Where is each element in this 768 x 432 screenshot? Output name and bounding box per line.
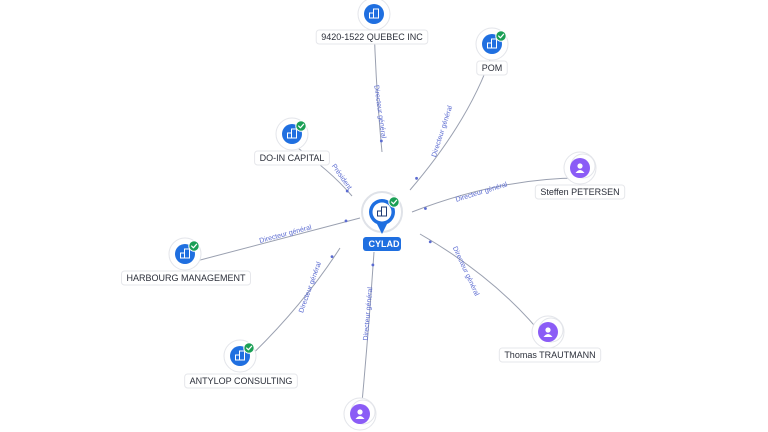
verified-check-icon: [188, 240, 200, 252]
building-glyph-right: [184, 248, 190, 259]
node-label[interactable]: DO-IN CAPITAL: [254, 150, 330, 166]
node-harbourg[interactable]: HARBOURG MANAGEMENT: [120, 237, 252, 286]
company-building-icon: [369, 199, 395, 225]
node-label-box: [476, 60, 508, 76]
edge-arrow-icon: [415, 176, 418, 180]
node-label-box: [534, 184, 626, 200]
person-glyph-head: [577, 163, 583, 169]
node-antylop[interactable]: ANTYLOP CONSULTING: [184, 339, 298, 389]
edge-role-label: Directeur général: [372, 85, 386, 140]
edge-role-label: Directeur général: [455, 181, 509, 204]
node-bottom[interactable]: [343, 397, 377, 431]
node-label-box: [184, 373, 298, 389]
node-label-text: Thomas TRAUTMANN: [504, 350, 595, 360]
edge-role-label: Directeur général: [298, 261, 323, 314]
edge-arrow-icon: [344, 219, 348, 223]
node-label-box: [315, 29, 429, 45]
building-glyph-right: [291, 128, 297, 139]
center-label-text: CYLAD: [369, 239, 400, 249]
person-icon: [538, 322, 558, 342]
center-label[interactable]: CYLAD: [363, 237, 401, 251]
node-label-text: 9420-1522 QUEBEC INC: [321, 32, 423, 42]
edge-arrow-icon: [428, 240, 432, 244]
nodes-layer: 9420-1522 QUEBEC INC POM DO-IN CAPITAL Stef…: [120, 0, 626, 431]
node-label[interactable]: Thomas TRAUTMANN: [498, 347, 602, 363]
center-node[interactable]: CYLAD: [361, 191, 403, 251]
verified-check-icon: [295, 120, 307, 132]
node-label-text: DO-IN CAPITAL: [260, 153, 325, 163]
person-glyph-body: [543, 334, 553, 337]
edge-line: [239, 247, 341, 367]
edge-line: [411, 177, 581, 213]
node-steffen[interactable]: Steffen PETERSEN: [534, 151, 626, 200]
edge-role-label: Directeur général: [259, 224, 313, 245]
verified-check-icon: [243, 342, 255, 354]
edge-thomas: Directeur général: [419, 233, 549, 343]
node-label-box: [254, 150, 330, 166]
person-glyph-head: [545, 327, 551, 333]
node-label-text: Steffen PETERSEN: [540, 187, 619, 197]
center-label-box: [363, 237, 401, 251]
edge-line: [419, 233, 549, 343]
edge-arrow-icon: [424, 207, 427, 210]
node-label[interactable]: 9420-1522 QUEBEC INC: [315, 29, 429, 45]
node-label[interactable]: HARBOURG MANAGEMENT: [120, 270, 252, 286]
edge-arrow-icon: [330, 255, 334, 259]
edge-role-label: Directeur général: [431, 105, 454, 159]
node-label-text: POM: [482, 63, 503, 73]
edge-arrow-icon: [371, 263, 375, 267]
person-glyph-body: [575, 170, 585, 173]
person-icon: [570, 158, 590, 178]
node-label-text: HARBOURG MANAGEMENT: [126, 273, 246, 283]
edge-arrow-icon: [345, 189, 349, 193]
node-doin[interactable]: DO-IN CAPITAL: [254, 117, 330, 166]
node-label-box: [498, 347, 602, 363]
person-glyph-head: [357, 409, 363, 415]
edge-role-label: Directeur général: [451, 246, 480, 298]
person-icon: [350, 404, 370, 424]
building-glyph-right: [491, 38, 497, 49]
node-quebec[interactable]: 9420-1522 QUEBEC INC: [315, 0, 429, 45]
verified-check-icon: [495, 30, 507, 42]
node-thomas[interactable]: Thomas TRAUTMANN: [498, 315, 602, 363]
building-glyph-right: [239, 350, 245, 361]
person-glyph-body: [355, 416, 365, 419]
node-label[interactable]: Steffen PETERSEN: [534, 184, 626, 200]
edge-arrow-icon: [379, 139, 383, 143]
company-building-icon: [364, 4, 384, 24]
node-pom[interactable]: POM: [475, 27, 509, 76]
edge-line: [184, 217, 361, 265]
center-pin-pointer: [376, 222, 388, 234]
node-label[interactable]: POM: [476, 60, 508, 76]
edge-antylop: Directeur général: [239, 247, 341, 367]
verified-check-icon: [388, 196, 400, 208]
center-building-right: [381, 206, 387, 217]
building-glyph-right: [373, 8, 379, 19]
node-label[interactable]: ANTYLOP CONSULTING: [184, 373, 298, 389]
node-label-box: [120, 270, 252, 286]
node-label-text: ANTYLOP CONSULTING: [190, 376, 293, 386]
edge-role-label: Directeur général: [363, 286, 375, 341]
